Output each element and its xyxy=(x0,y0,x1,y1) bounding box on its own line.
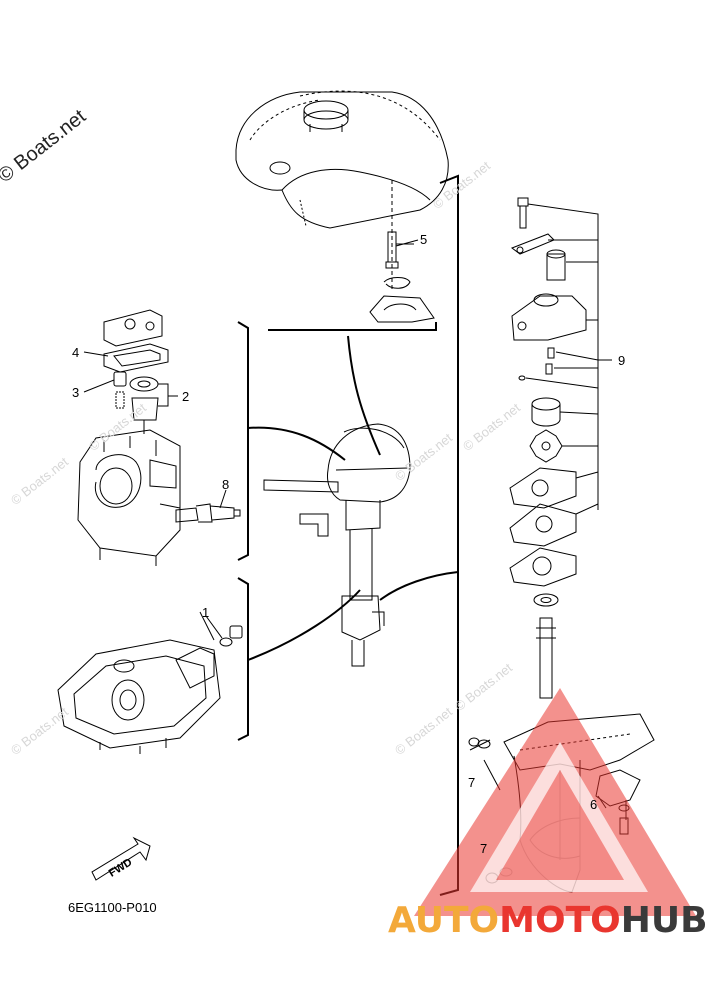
spark-plug-part-8 xyxy=(175,503,241,523)
drain-plug-part-1 xyxy=(199,611,243,647)
callout-3: 3 xyxy=(72,385,80,400)
outboard-motor xyxy=(263,423,411,667)
callout-6: 6 xyxy=(590,797,598,812)
connector-lines xyxy=(247,335,459,661)
callout-2: 2 xyxy=(182,389,190,404)
callout-9-leaders xyxy=(525,203,612,515)
callout-8: 8 xyxy=(222,477,230,492)
callout-9: 9 xyxy=(618,353,626,368)
fwd-arrow-icon xyxy=(91,836,151,881)
brand-moto: MOTO xyxy=(499,900,621,941)
top-cowling xyxy=(235,90,449,290)
callout-7-upper: 7 xyxy=(468,775,476,790)
cylinder-head xyxy=(77,429,181,566)
brand-hub: HUB xyxy=(620,900,708,941)
callout-7-lower: 7 xyxy=(480,841,488,856)
bracket-left-upper xyxy=(237,321,249,561)
crankcase xyxy=(57,639,221,754)
automotohub-logo-text: AUTOMOTOHUB xyxy=(388,900,708,941)
callout-1: 1 xyxy=(202,605,210,620)
fuel-pump-assembly xyxy=(103,309,169,434)
bracket-top-cover xyxy=(268,322,437,331)
callout-4: 4 xyxy=(72,345,80,360)
automotohub-logo-triangle xyxy=(414,688,696,916)
callout-5: 5 xyxy=(420,232,428,247)
brand-auto: AUTO xyxy=(388,900,500,941)
diagram-code: 6EG1100-P010 xyxy=(68,900,157,915)
cowling-lock-bracket xyxy=(369,295,435,323)
water-pump-parts xyxy=(509,197,587,699)
